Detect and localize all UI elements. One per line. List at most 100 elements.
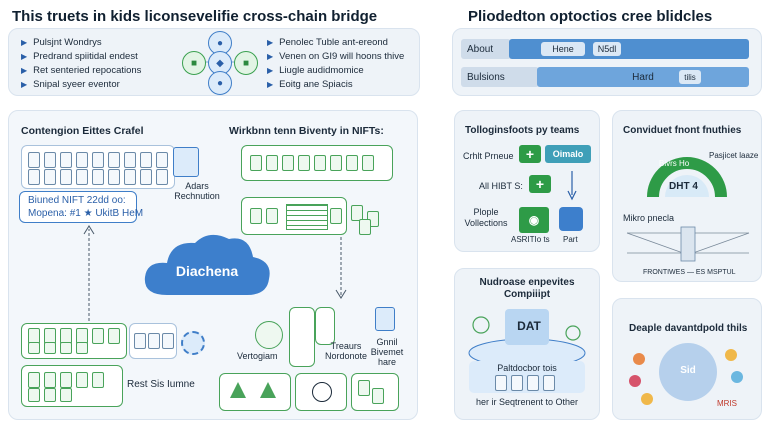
chip-panel: Paltdocbor tois [469,361,585,393]
item-grid-topleft [21,145,175,189]
dat-badge: DAT [517,319,541,333]
table-glyph-icon [286,204,328,230]
treaurs-label: Treaurs Nordonote [324,341,368,361]
satellite-icon [629,375,641,387]
mikro-label: Mikro pnecla [623,213,675,223]
chevron-right-icon: ▶ [21,65,28,75]
nft-info-box: Biuned NIFT 22dd oo: Mopena: #1 ★ UkitB … [19,191,143,223]
caption-right: Part [563,235,578,244]
chevron-right-icon: ▶ [21,51,28,61]
top-left-panel: ▶Pulsjnt Wondrys ▶Predrand spiitidal end… [8,28,420,96]
nsdl-button[interactable]: N5dl [593,42,621,56]
document-table-box [241,197,347,235]
hard-bar: Hard [537,67,749,87]
network-mesh-icon [626,226,750,262]
stack-column-2 [315,307,335,345]
item-grid-bottomleft2 [21,365,123,407]
gauge-icon [647,157,727,198]
heading-left: Contengion Eittes Crafel [21,125,144,137]
chevron-right-icon: ▶ [267,37,274,47]
node-right-icon: ■ [234,51,258,75]
chevron-right-icon: ▶ [21,37,28,47]
chevron-right-icon: ▶ [21,79,28,89]
hene-button[interactable]: Hene [541,42,585,56]
bullet-item: ▶Snipal syeer eventor [21,78,120,90]
rest-label: Rest Sis Iumne [127,379,195,390]
compliance-illustration [468,309,586,363]
main-left-panel: Contengion Eittes Crafel Wirkbnn tenn Bi… [8,110,418,420]
compliance-title-2: Compiiipt [503,289,551,300]
hub-circle [659,343,717,401]
globe-icon [255,321,283,349]
compliance-footer: her ir Seqtrenent to Other [475,397,579,407]
chevron-right-icon: ▶ [267,79,274,89]
bullet-item: ▶Venen on GI9 will hoons thive [267,50,405,62]
satellite-icon [641,393,653,405]
top-right-panel: About Hene N5dl Bulsions Hard tilis [452,28,762,96]
nft-info-line1: Biuned NIFT 22dd oo: [28,195,126,206]
nft-info-line2: Mopena: #1 ★ UkitB HeM [28,208,144,219]
node-left-icon: ■ [182,51,206,75]
functions-card-title: Conviduet fnont fnuthies [623,125,742,136]
cloud-icon [144,234,270,295]
people-card: Deaple davantdpold thils Sid MRIS [612,298,762,420]
gauge-value: DHT 4 [669,181,698,192]
row1-label: Crhlt Prneue [463,151,514,161]
gear-icon [181,331,205,355]
top-left-title: This truets in kids liconsevelifie cross… [12,8,378,25]
gnnil-label: Gnnil Bivemet hare [370,337,404,367]
item-box-bottom-mid [295,373,347,411]
mris-tag: MRIS [717,399,737,408]
bullets-left: ▶Pulsjnt Wondrys ▶Predrand spiitidal end… [21,35,141,91]
arrow-down-right [335,237,347,299]
person-icon [559,207,583,231]
chevron-right-icon: ▶ [267,51,274,61]
bullet-item: ▶Eoitg ane Spiacis [267,78,353,90]
teams-card-title: Tolloginsfoots py teams [465,125,580,136]
item-cluster-right [349,203,389,235]
collection-icon[interactable]: ◉ [519,207,549,233]
bullets-right: ▶Penolec Tuble ant-ereond ▶Venen on GI9 … [267,35,404,91]
arrow-up-left [83,225,95,321]
bullet-item: ▶Penolec Tuble ant-ereond [267,36,388,48]
chip-label: Paltdocbor tois [497,363,557,373]
icon-cluster: ● ■ ◆ ■ ● [179,31,259,95]
gauge-text: Bivrs Ho [659,159,690,168]
bulsions-label: Bulsions [461,67,539,87]
teams-card: Tolloginsfoots py teams Crhlt Prneue + O… [454,110,600,252]
about-label: About [461,39,511,59]
functions-footer: FRONTIWES — ES MSPTUL [643,269,736,276]
oimalo-button[interactable]: Oimalo [545,145,591,163]
bullet-item: ▶Pulsjnt Wondrys [21,36,102,48]
hub-label: Sid [680,365,696,376]
vertogiam-label: Vertogiam [237,351,278,361]
compliance-card: Nudroase enpevites Compiiipt DAT Paltdoc… [454,268,600,420]
bullet-item: ▶Ret senteried repocations [21,64,142,76]
chevron-right-icon: ▶ [267,65,274,75]
adders-label: Adars Rechnution [174,181,220,201]
arrow-down-icon [567,171,577,201]
item-grid-topright [241,145,393,181]
add-button-1[interactable]: + [519,145,541,163]
stack-column-1 [289,307,315,367]
people-card-title: Deaple davantdpold thils [629,323,748,334]
satellite-icon [731,371,743,383]
item-grid-bottomcenter [219,373,291,411]
row2-label: All HIBT S: [479,181,523,191]
project-label: Pasjicet laaze [709,151,759,160]
satellite-icon [725,349,737,361]
node-bottom-icon: ● [208,71,232,95]
monitor-icon [375,307,395,331]
tilis-chip[interactable]: tilis [679,70,701,84]
item-box-bottom-right [351,373,399,411]
add-button-2[interactable]: + [529,175,551,193]
item-grid-bottomleft [21,323,127,359]
satellite-icon [633,353,645,365]
row3-label: Plople Vollections [464,207,508,228]
bullet-item: ▶Liugle audidmomice [267,64,364,76]
compliance-title-1: Nudroase enpevites [479,277,575,288]
document-icon [173,147,199,177]
item-grid-bottomsmall [129,323,177,359]
bullet-item: ▶Predrand spiitidal endest [21,50,138,62]
cloud-label: Diachena [175,263,239,279]
